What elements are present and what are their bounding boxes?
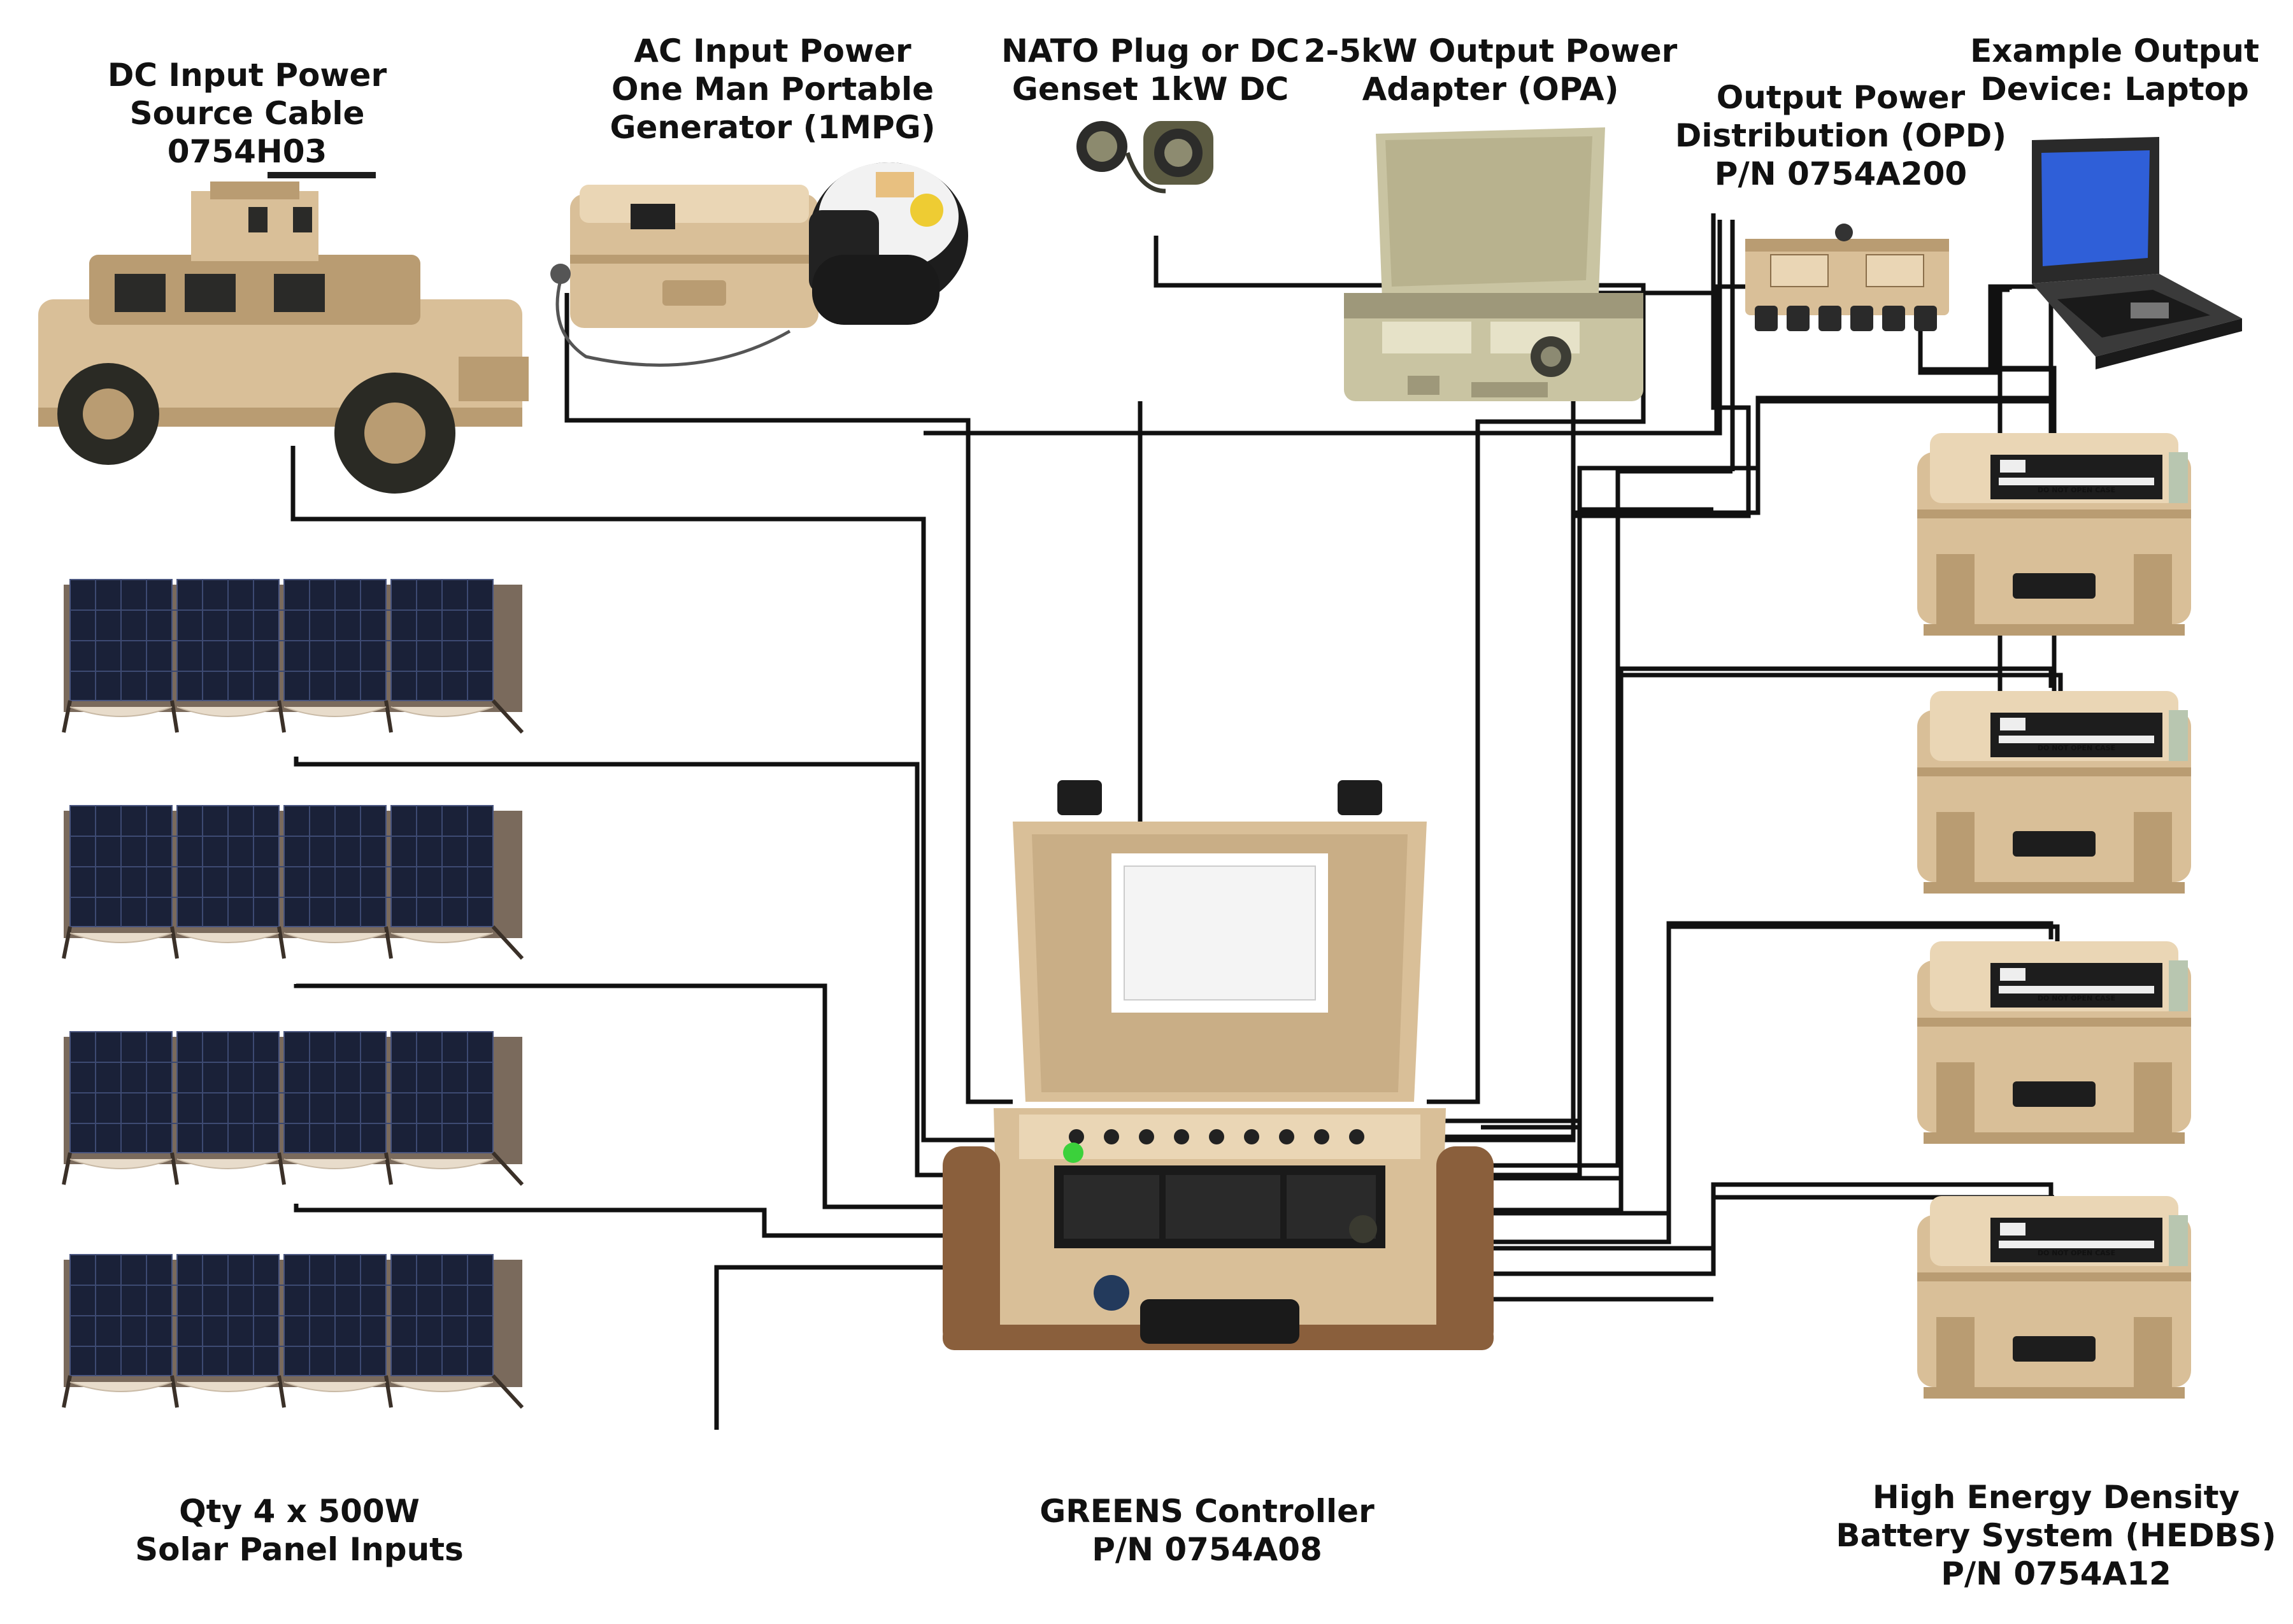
svg-text:High Energy Density: High Energy Density — [1873, 1479, 2239, 1516]
dc-input-label: DC Input Power Source Cable 0754H03 — [108, 57, 387, 170]
laptop-image — [2032, 137, 2242, 369]
battery-2 — [1917, 691, 2191, 894]
svg-text:Distribution (OPD): Distribution (OPD) — [1675, 117, 2006, 154]
svg-text:2-5kW Output Power: 2-5kW Output Power — [1304, 32, 1678, 69]
svg-text:Example Output: Example Output — [1970, 32, 2259, 69]
battery-3-label: DO NOT OPEN CASE — [2038, 994, 2115, 1002]
svg-text:Solar Panel Inputs: Solar Panel Inputs — [135, 1531, 464, 1568]
opa-image — [1344, 127, 1643, 401]
solar-array-4 — [64, 1255, 522, 1407]
opd-label: Output Power Distribution (OPD) P/N 0754… — [1675, 79, 2006, 192]
solar-label: Qty 4 x 500W Solar Panel Inputs — [135, 1493, 464, 1568]
svg-text:Adapter (OPA): Adapter (OPA) — [1362, 71, 1619, 108]
svg-text:GREENS Controller: GREENS Controller — [1039, 1493, 1375, 1530]
nato-plug-image — [1076, 121, 1213, 194]
battery-wiring — [1427, 395, 2054, 1251]
svg-text:NATO Plug or DC: NATO Plug or DC — [1001, 32, 1299, 69]
battery-4 — [1917, 1196, 2191, 1399]
ac-input-label: AC Input Power One Man Portable Generato… — [610, 32, 935, 146]
humvee-image — [38, 172, 529, 494]
svg-text:Device: Laptop: Device: Laptop — [1980, 71, 2249, 108]
laptop-label: Example Output Device: Laptop — [1970, 32, 2259, 108]
controller-label: GREENS Controller P/N 0754A08 — [1039, 1493, 1375, 1568]
battery-1-label: DO NOT OPEN CASE — [2038, 486, 2115, 494]
svg-text:Qty 4 x 500W: Qty 4 x 500W — [179, 1493, 420, 1530]
svg-text:P/N 0754A08: P/N 0754A08 — [1092, 1531, 1322, 1568]
svg-text:P/N 0754A12: P/N 0754A12 — [1941, 1555, 2171, 1592]
svg-text:Genset 1kW DC: Genset 1kW DC — [1012, 71, 1289, 108]
hedbs-label: High Energy Density Battery System (HEDB… — [1836, 1479, 2276, 1592]
opa-label: 2-5kW Output Power Adapter (OPA) — [1304, 32, 1678, 108]
battery-2-label: DO NOT OPEN CASE — [2038, 744, 2115, 752]
solar-array-3 — [64, 1032, 522, 1185]
svg-text:One Man Portable: One Man Portable — [611, 71, 934, 108]
svg-text:Source Cable: Source Cable — [130, 95, 365, 132]
battery-4-label: DO NOT OPEN CASE — [2038, 1249, 2115, 1257]
svg-text:Output Power: Output Power — [1717, 79, 1966, 116]
svg-text:P/N 0754A200: P/N 0754A200 — [1715, 155, 1967, 192]
nato-label: NATO Plug or DC Genset 1kW DC — [1001, 32, 1299, 108]
ac-generator-image — [550, 162, 968, 367]
svg-text:0754H03: 0754H03 — [168, 133, 327, 170]
battery-3 — [1917, 941, 2191, 1144]
battery-1 — [1917, 433, 2191, 636]
svg-text:Battery System (HEDBS): Battery System (HEDBS) — [1836, 1517, 2276, 1554]
svg-text:AC Input Power: AC Input Power — [634, 32, 911, 69]
solar-array-2 — [64, 806, 522, 958]
opd-image — [1745, 224, 1949, 331]
svg-text:Generator (1MPG): Generator (1MPG) — [610, 109, 935, 146]
greens-controller-image — [943, 780, 1494, 1350]
svg-text:DC Input Power: DC Input Power — [108, 57, 387, 94]
labels: DC Input Power Source Cable 0754H03 AC I… — [108, 32, 2276, 1592]
solar-array-1 — [64, 580, 522, 732]
